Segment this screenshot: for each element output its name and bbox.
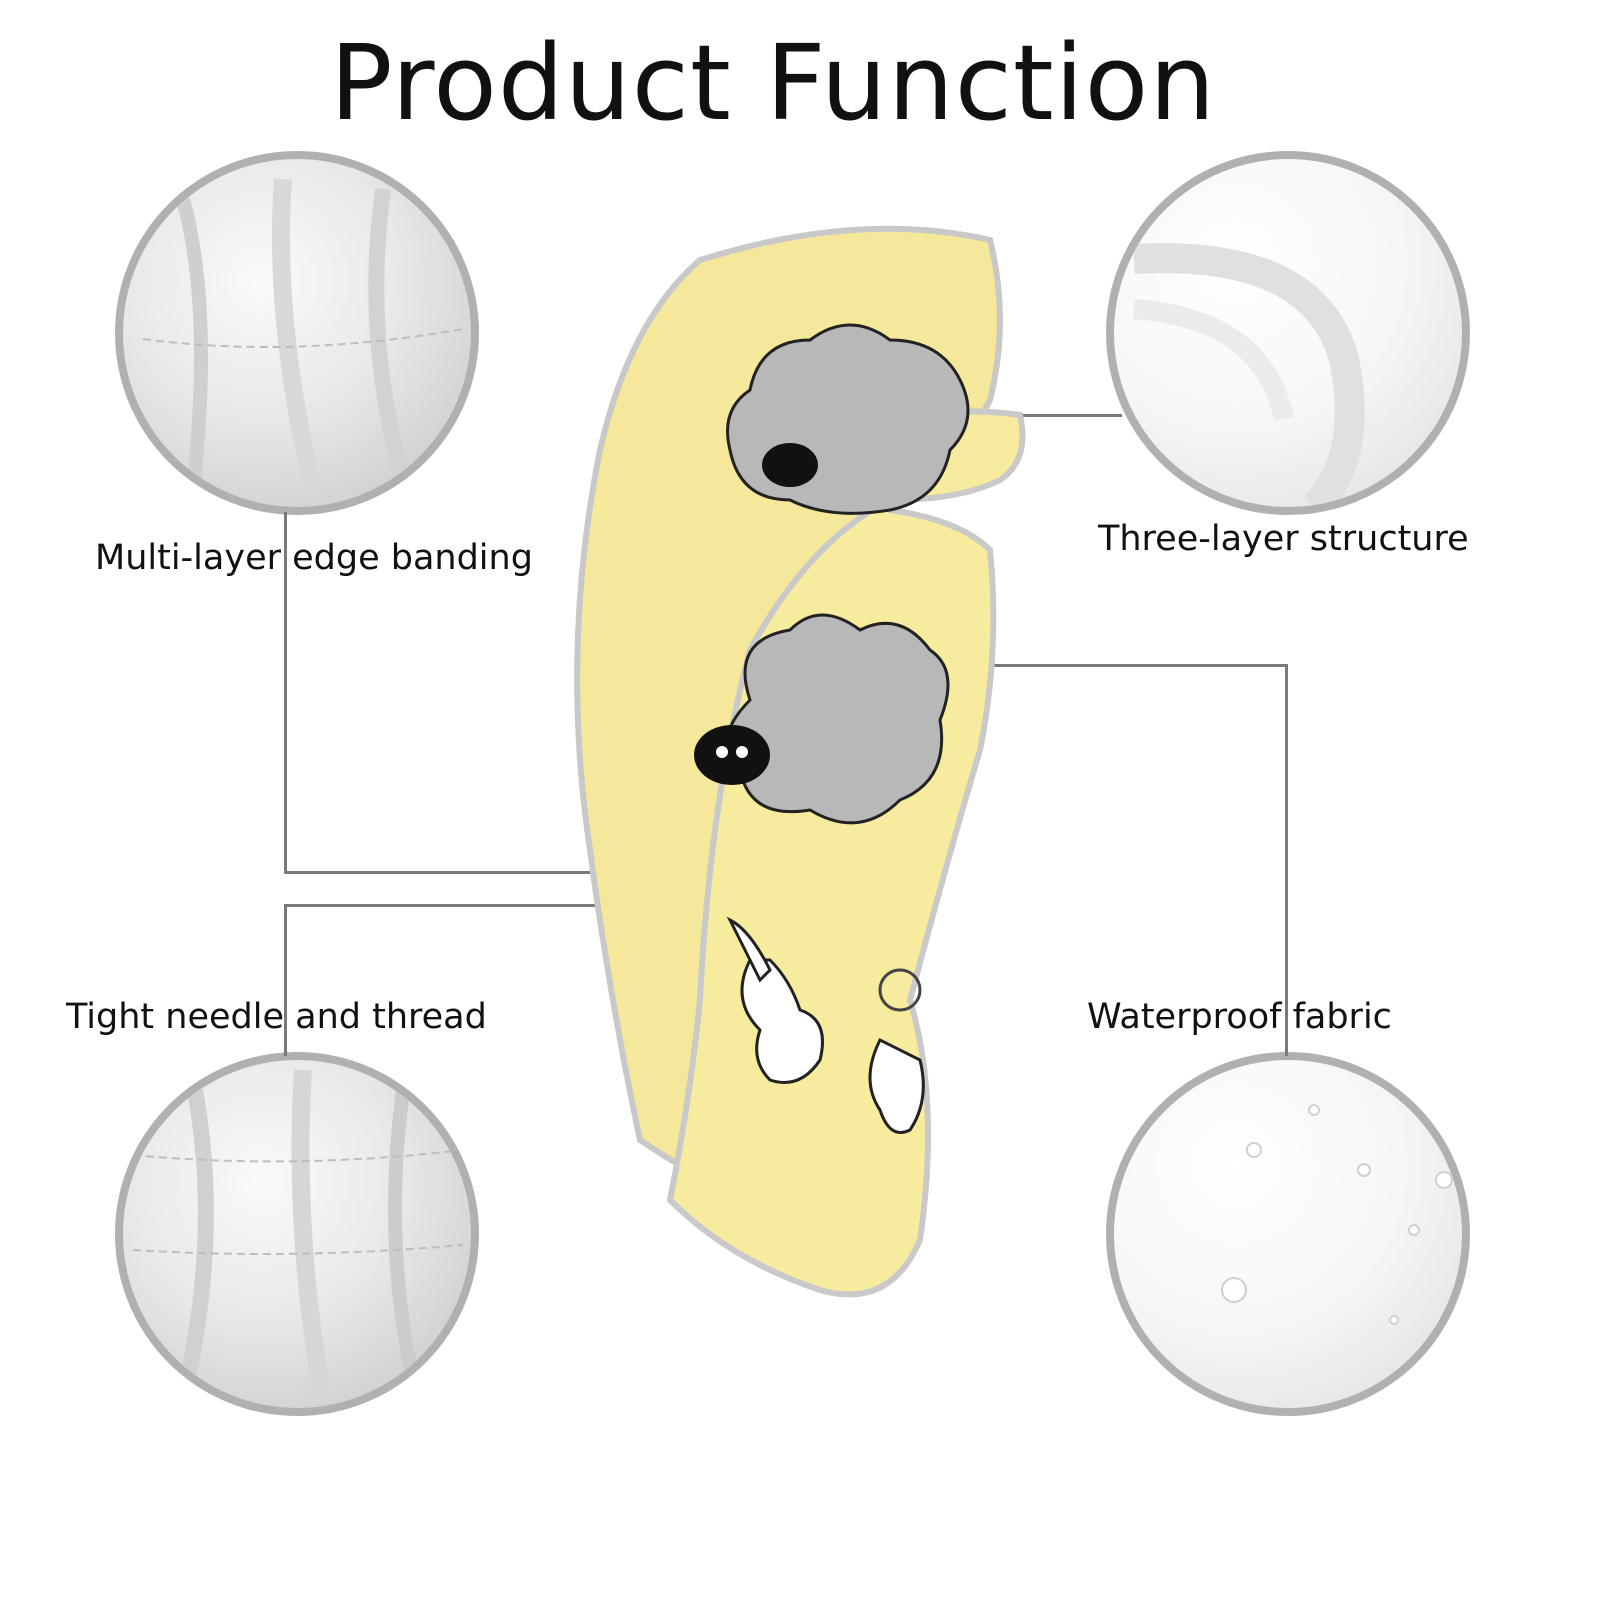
golf-headcover-product-image (574, 225, 1026, 1298)
fabric-folds-texture (142, 178, 464, 492)
connector-needle-h (284, 904, 596, 907)
detail-image-edge-banding (115, 151, 479, 515)
connector-edge-banding-v (284, 512, 287, 874)
feature-label-waterproof: Waterproof fabric (1087, 997, 1392, 1037)
sheep-pattern (694, 323, 970, 825)
connector-waterproof-v (1285, 664, 1288, 1056)
water-droplets (1221, 1104, 1453, 1325)
feature-label-three-layer: Three-layer structure (1098, 519, 1469, 559)
stitching-texture (132, 1069, 464, 1402)
detail-image-waterproof (1106, 1052, 1470, 1416)
feature-label-edge-banding: Multi-layer edge banding (95, 538, 533, 578)
connector-edge-banding-h (284, 871, 590, 874)
connector-three-layer-h (1022, 414, 1122, 417)
feature-label-needle-thread: Tight needle and thread (66, 997, 487, 1037)
detail-image-needle-thread (115, 1052, 479, 1416)
page-title: Product Function (329, 22, 1217, 144)
rabbit-pattern (726, 916, 925, 1134)
layer-edge-texture (1133, 243, 1365, 507)
connector-waterproof-h (900, 664, 1288, 667)
swirl-decoration (878, 968, 922, 1012)
detail-image-three-layer (1106, 151, 1470, 515)
connector-needle-v (284, 904, 287, 1056)
